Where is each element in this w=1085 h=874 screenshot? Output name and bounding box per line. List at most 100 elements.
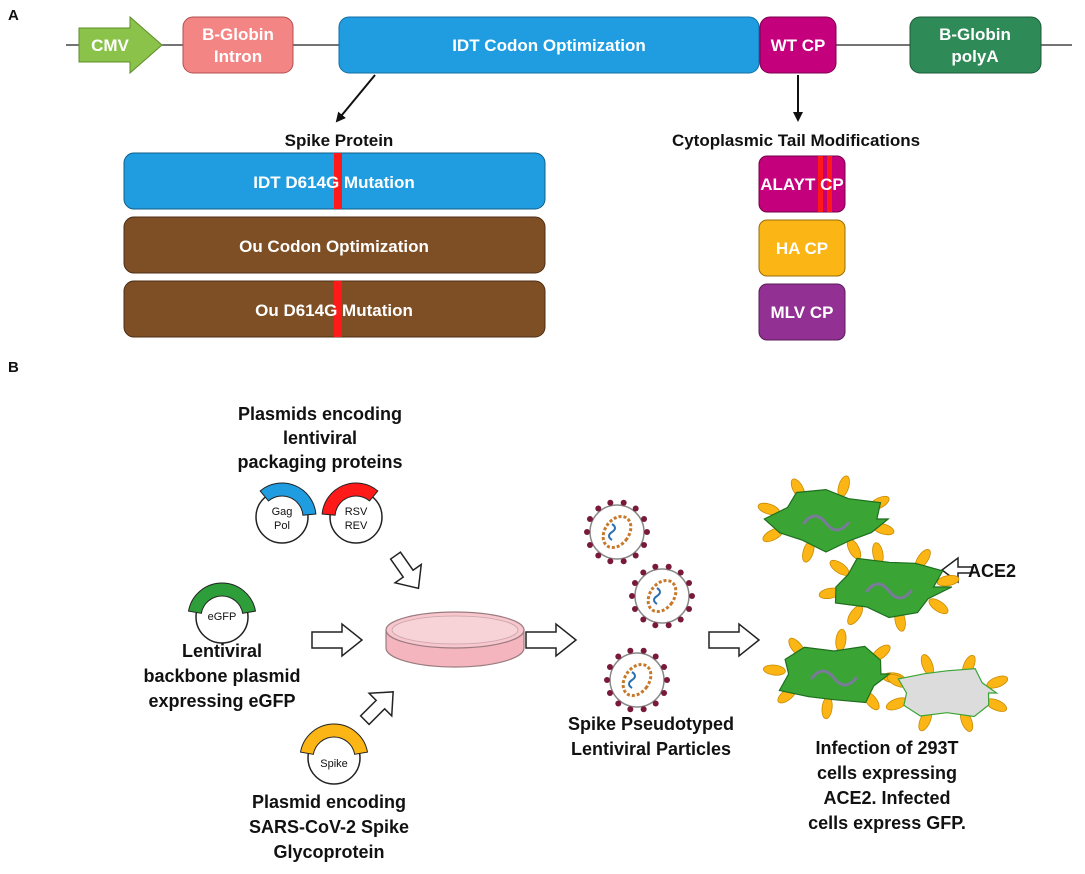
arrow-dish-to-particles xyxy=(525,622,578,658)
backbone-caption-line1: Lentiviral xyxy=(182,641,262,661)
packaging-caption: Plasmids encoding lentiviral packaging p… xyxy=(237,404,402,472)
particle-capsid xyxy=(621,662,653,698)
dish-medium xyxy=(391,615,519,645)
packaging-caption-line3: packaging proteins xyxy=(237,452,402,472)
gag-pol-segment xyxy=(259,482,317,516)
spike-glycoprotein-dot xyxy=(584,529,590,535)
rev-label: REV xyxy=(345,520,368,532)
construct-map: CMV B-Globin Intron IDT Codon Optimizati… xyxy=(66,15,1072,75)
spike-glycoprotein-dot xyxy=(686,606,693,613)
particles-caption-line2: Lentiviral Particles xyxy=(571,739,731,759)
cell-cluster xyxy=(757,475,1009,732)
egfp-segment xyxy=(187,582,257,614)
spike-glycoprotein-dot xyxy=(606,690,613,697)
gag-label: Gag xyxy=(272,506,293,518)
ace2-receptor xyxy=(763,664,786,676)
ace2-receptor xyxy=(936,574,960,587)
flow-arrows xyxy=(311,551,973,726)
spike-glycoprotein-dot xyxy=(627,647,634,654)
particles-caption: Spike Pseudotyped Lentiviral Particles xyxy=(568,714,734,759)
spike-glycoprotein-dot xyxy=(661,690,668,697)
intron-label-line2: Intron xyxy=(214,47,262,66)
particle-envelope xyxy=(589,504,645,560)
spike-variant-label: Ou Codon Optimization xyxy=(239,237,429,256)
alayt-mutation-mark xyxy=(827,156,832,212)
wt-cp-box xyxy=(759,16,837,74)
particle-capsid xyxy=(646,578,678,614)
cell-body xyxy=(778,645,892,704)
alayt-mutation-mark xyxy=(818,156,823,212)
infection-caption-line3: ACE2. Infected xyxy=(823,788,950,808)
intron-box xyxy=(182,16,294,74)
spike-glycoprotein-dot xyxy=(652,653,659,660)
pseudotyped-particle xyxy=(604,647,670,713)
spike-glycoprotein-dot xyxy=(644,529,650,535)
infection-caption-line4: cells express GFP. xyxy=(808,813,966,833)
spike-glycoprotein-dot xyxy=(640,706,647,713)
tail-variant-fill xyxy=(758,219,846,277)
rsv-rev-segment xyxy=(321,482,379,516)
spike-glycoprotein-dot xyxy=(607,558,614,565)
spike-glycoprotein-dot xyxy=(615,653,622,660)
spike-glycoprotein-dot xyxy=(631,579,638,586)
tail-variant-fill xyxy=(758,283,846,341)
ace2-label: ACE2 xyxy=(968,561,1016,581)
wt-cp-label: WT CP xyxy=(771,36,826,55)
spike-glycoprotein-dot xyxy=(586,542,593,549)
pseudotyped-particle xyxy=(584,499,650,565)
spike-glycoprotein-dot xyxy=(665,563,672,570)
spike-glycoprotein-dot xyxy=(586,515,593,522)
spike-protein-heading: Spike Protein xyxy=(285,131,394,150)
arrow-packaging-to-dish xyxy=(389,551,423,590)
cmv-label: CMV xyxy=(91,36,129,55)
spike-glycoprotein-dot xyxy=(640,569,647,576)
integrated-provirus xyxy=(810,669,858,687)
infection-caption: Infection of 293T cells expressing ACE2.… xyxy=(808,738,966,833)
cmv-promoter-arrow xyxy=(78,15,163,75)
spike-glycoprotein-dot xyxy=(640,647,647,654)
uninfected-cell xyxy=(885,654,1009,732)
d614g-mutation-mark xyxy=(334,153,342,209)
spike-glycoprotein-dot xyxy=(627,706,634,713)
gag-pol-plasmid: Gag Pol xyxy=(255,482,317,544)
intron-label-line1: B-Globin xyxy=(202,25,274,44)
spike-glycoprotein-dot xyxy=(652,622,659,629)
culture-dish xyxy=(385,611,525,668)
arrow-particles-to-cells xyxy=(708,622,761,658)
arrow-spike-to-dish xyxy=(359,691,394,726)
spike-variant-bar: Ou D614G Mutation xyxy=(123,280,546,338)
spike-variant-label: IDT D614G Mutation xyxy=(253,173,415,192)
spike-plasmid-caption: Plasmid encoding SARS-CoV-2 Spike Glycop… xyxy=(249,792,409,862)
spike-variant-fill xyxy=(123,216,546,274)
spike-variant-bar: Ou Codon Optimization xyxy=(123,216,546,274)
spike-glycoprotein-dot xyxy=(641,542,648,549)
particle-genome xyxy=(608,523,616,541)
spike-glycoprotein-dot xyxy=(620,558,627,565)
tail-variant-box: ALAYT CP xyxy=(758,155,846,213)
egfp-plasmid-label: eGFP xyxy=(208,611,237,623)
ace2-receptor xyxy=(835,628,847,652)
spike-glycoprotein-dot xyxy=(652,700,659,707)
spike-glycoprotein-dot xyxy=(632,552,639,559)
spike-glycoprotein-dot xyxy=(641,515,648,522)
spike-glycoprotein-dot xyxy=(595,505,602,512)
tail-variant-box: MLV CP xyxy=(758,283,846,341)
infected-cell xyxy=(757,475,895,563)
tail-variant-label: MLV CP xyxy=(771,303,834,322)
spike-glycoprotein-dot xyxy=(595,552,602,559)
integrated-provirus xyxy=(865,582,913,600)
panel-b-label: B xyxy=(8,359,19,376)
arrow-backbone-to-dish xyxy=(311,622,364,658)
spike-caption-line2: SARS-CoV-2 Spike xyxy=(249,817,409,837)
spike-glycoprotein-dot xyxy=(631,606,638,613)
d614g-mutation-mark xyxy=(334,281,342,337)
spike-glycoprotein-dot xyxy=(652,563,659,570)
spike-glycoprotein-dot xyxy=(632,505,639,512)
polya-label-line2: polyA xyxy=(951,47,998,66)
spike-variant-bar: IDT D614G Mutation xyxy=(123,152,546,210)
tail-modifications-heading: Cytoplasmic Tail Modifications xyxy=(672,131,920,150)
idt-optimization-box xyxy=(338,16,760,74)
spike-caption-line3: Glycoprotein xyxy=(273,842,384,862)
spike-glycoprotein-dot xyxy=(615,700,622,707)
